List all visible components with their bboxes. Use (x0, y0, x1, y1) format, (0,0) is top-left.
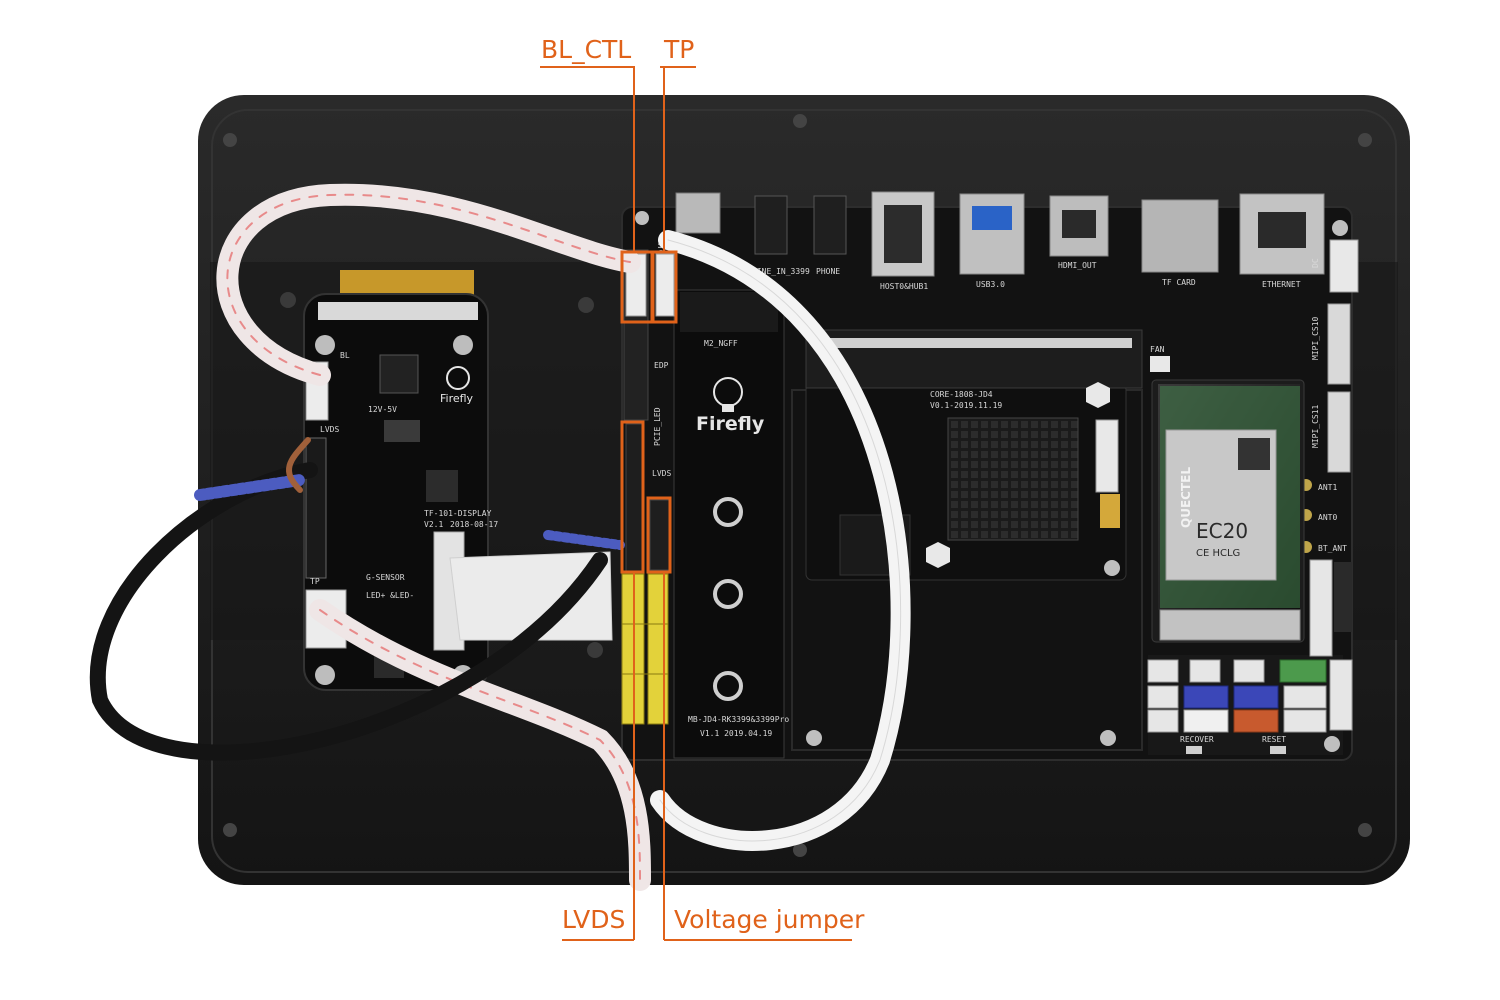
main-board-brand: Firefly (696, 413, 765, 435)
rtc-label: RTC (656, 240, 665, 255)
port-label-phone: PHONE (816, 267, 840, 276)
callout-leader-lines (540, 66, 852, 941)
firefly-logo-icon (713, 377, 743, 412)
mipi-cs10-label: MIPI_CS10 (1311, 316, 1320, 360)
callout-lvds: LVDS (562, 905, 625, 934)
lte-model: EC20 (1196, 519, 1248, 543)
bottom-connectors: RECOVER RESET (635, 211, 1353, 754)
lte-brand: QUECTEL (1179, 467, 1193, 528)
adapter-g-sensor: G-SENSOR (366, 573, 405, 582)
lvds-highlight-box (620, 420, 645, 574)
adapter-tp-label: TP (310, 577, 320, 586)
dc-label: DC (1311, 258, 1320, 268)
edp-label: EDP (654, 361, 669, 370)
ant0-label: ANT0 (1318, 513, 1337, 522)
main-board-version: V1.1 2019.04.19 (700, 729, 772, 738)
adapter-model: TF-101-DISPLAY (424, 509, 492, 518)
fan-label: FAN (1150, 345, 1165, 354)
adapter-date: 2018-08-17 (450, 520, 498, 529)
core-label: CORE-1808-JD4 (930, 390, 993, 399)
lte-variant: CE HCLG (1196, 548, 1240, 559)
core-module: CORE-1808-JD4 V0.1-2019.11.19 FAN (805, 329, 1170, 581)
lte-module: QUECTEL EC20 CE HCLG (1151, 379, 1305, 643)
m2-label: M2_NGFF (704, 339, 738, 348)
adapter-lvds-label: LVDS (320, 425, 339, 434)
core-version: V0.1-2019.11.19 (930, 401, 1002, 410)
port-label-usb: USB3.0 (976, 280, 1005, 289)
adapter-led-label: LED+ &LED- (366, 591, 414, 600)
bt-ant-label: BT_ANT (1318, 544, 1347, 553)
port-label-hdmi: HDMI_OUT (1058, 261, 1097, 270)
callout-voltage-jumper: Voltage jumper (674, 905, 865, 934)
main-board: LINE_IN_3399 PHONE HOST0&HUB1 USB3.0 HDM… (621, 191, 1359, 761)
main-board-model: MB-JD4-RK3399&3399Pro (688, 715, 789, 724)
cables (90, 183, 911, 891)
callout-bl-ctl: BL_CTL (541, 35, 631, 64)
reset-label: RESET (1262, 735, 1286, 744)
adapter-voltage: 12V-5V (368, 405, 397, 414)
port-label-tf-card: TF CARD (1162, 278, 1196, 287)
ant1-label: ANT1 (1318, 483, 1337, 492)
pcie-led-label: PCIE_LED (653, 407, 662, 446)
m2-riser: M2_NGFF Firefly MB-JD4-RK3399&3399Pro V1… (673, 289, 789, 759)
port-label-host: HOST0&HUB1 (880, 282, 928, 291)
port-row: LINE_IN_3399 PHONE HOST0&HUB1 USB3.0 HDM… (675, 191, 1325, 291)
port-label-ethernet: ETHERNET (1262, 280, 1301, 289)
firefly-logo-icon (446, 366, 470, 390)
mipi-cs11-label: MIPI_CS11 (1311, 404, 1320, 448)
port-label-line-in: LINE_IN_3399 (752, 267, 810, 276)
adapter-version: V2.1 (424, 520, 443, 529)
recover-label: RECOVER (1180, 735, 1214, 744)
callout-tp: TP (663, 35, 694, 64)
adapter-bl-label: BL (340, 351, 350, 360)
adapter-brand: Firefly (440, 392, 474, 405)
lvds-label: LVDS (652, 469, 671, 478)
voltage-jumper-highlight-box (646, 496, 672, 574)
